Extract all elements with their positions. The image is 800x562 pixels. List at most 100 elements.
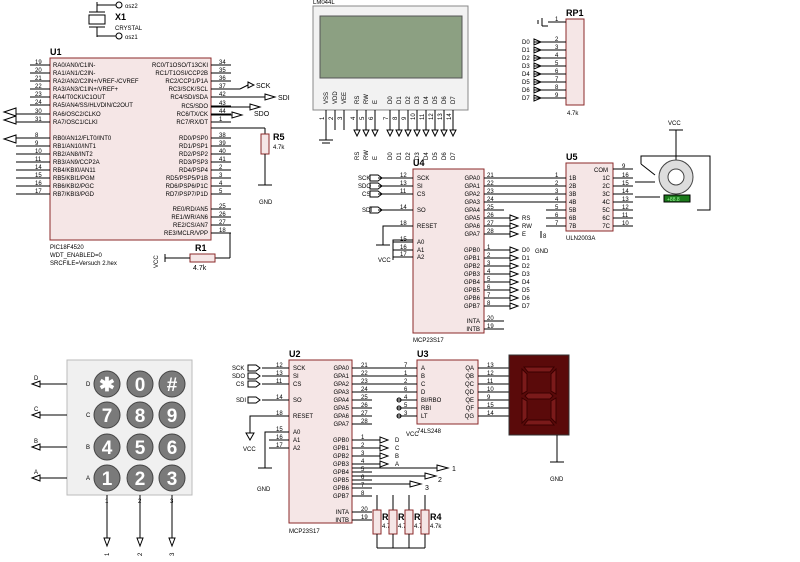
lcd-pin-name: D5 [433,96,439,104]
keypad-key[interactable] [126,433,154,461]
u5-pin-number: 5 [555,205,559,211]
keypad-key[interactable] [93,401,121,429]
lcd-pin-number: 12 [429,113,435,120]
u5-pin-number: 14 [622,189,629,195]
vcc-label-u3: VCC [406,432,419,438]
lcd-pin-number: 10 [411,113,417,120]
u4-gpa-arrow [509,230,520,238]
u2-ref: U2 [289,349,301,359]
keypad-key[interactable] [158,370,186,398]
lcd-net-label: D4 [424,152,430,160]
u4-pin-number: 27 [487,221,494,227]
rp1-pin-number: 3 [555,45,559,51]
crystal-net-bottom: osz1 [125,35,138,41]
u1-pin-name: RB7/KBI3/PGD [53,192,95,198]
keypad-key[interactable] [158,401,186,429]
u1-left-arrows [2,107,17,144]
u4-pin-name: GPB2 [464,264,481,270]
rp1-arrow [533,62,543,70]
u1-pin-name: RA6/OSC2/CLKO [53,112,101,118]
chip-u1[interactable]: U1 PIC18F4520 WDT_ENABLED=0 SRCFILE=Vers… [16,47,231,267]
u2-part: MCP23S17 [289,529,320,535]
rp1-pin-number: 4 [555,53,559,59]
keypad-row-inner-label: B [86,445,90,451]
keypad-key[interactable] [93,433,121,461]
lcd-pin-name: VSS [324,92,330,104]
u2-gpb-net: D [395,438,400,444]
u1-pin-number: 41 [219,157,226,163]
lcd-net-arrow [449,129,457,138]
rp1-pin-number: 6 [555,69,559,75]
u5-pin-name: 5C [602,208,610,214]
u1-pin-name: RC7/RX/DT [176,120,208,126]
u4-pin-name: GPA1 [464,184,480,190]
u2-pin-number: 11 [276,379,283,385]
rp1-pin-number: 7 [555,77,559,83]
u4-pin-name: CS [417,192,425,198]
u5-pin-number: 9 [622,164,626,170]
u1-pin-number: 35 [219,68,226,74]
u2-pin-number: 12 [276,363,283,369]
keypad-key[interactable] [126,370,154,398]
rp1-label: D0 [522,40,530,46]
u4-net-label: SCK [358,176,370,182]
lcd-net-arrow [413,129,421,138]
u4-gpa-net: RW [522,224,532,230]
lcd-net-arrow [431,129,439,138]
u4-gpb-arrow [509,302,520,310]
u1-pin-name: RC1/T1OSI/CCP2B [155,71,208,77]
u1-pin-number: 17 [35,189,42,195]
u4-net-arrow [369,182,383,190]
u5-pin-name: 4C [602,200,610,206]
u4-pin-number: 13 [400,181,407,187]
u2-pin-name: A0 [293,430,301,436]
seven-segment-display[interactable]: GND [508,354,570,483]
u3-pin-number: 12 [487,371,494,377]
stepper-motor[interactable]: VCC +88.8 [635,121,711,211]
u2-pin-number: 26 [361,403,368,409]
u4-pin-name: GPB7 [464,304,481,310]
u4-gpa-net: E [522,232,526,238]
keypad-key-label: 1 [102,469,113,490]
keypad-key[interactable] [93,464,121,492]
keypad-key[interactable] [126,401,154,429]
crystal-x1[interactable]: osz2 osz1 X1 CRYSTAL [88,1,143,41]
u3-pin-number: 3 [404,411,408,417]
keypad-key[interactable] [93,370,121,398]
keypad-key[interactable] [158,433,186,461]
keypad-key[interactable] [126,464,154,492]
u4-part: MCP23S17 [413,338,444,344]
u1-pin-name: RA1/AN1/C2IN- [53,71,95,77]
u4-pin-name: A2 [417,255,425,261]
lcd-pin-number: 14 [447,113,453,120]
u1-pin-number: 19 [35,60,42,66]
r1-ref: R1 [195,243,207,253]
u2-pin-number: 5 [361,467,365,473]
u1-pin-number: 37 [219,84,226,90]
keypad-key-label: 6 [167,438,178,459]
keypad-key[interactable] [158,464,186,492]
resistor-r5[interactable]: R5 4.7k GND [211,127,285,206]
u2-pin-name: GPA6 [333,414,349,420]
u1-pin-name: RD4/PSP4 [179,168,209,174]
bottom-resistor-value: 4.7k [430,524,442,530]
lcd-net-arrow [371,129,379,138]
rp1-arrow [533,46,543,54]
lcd-module[interactable]: LM044L VSS1VDD2VEE3RS4RW5E6D07D18D29D310… [312,0,469,160]
u4-net-arrow [369,190,383,198]
u5-ref: U5 [566,152,578,162]
u4-pin-number: 20 [487,316,494,322]
u1-pin-name: RA4/T0CKI/C1OUT [53,95,106,101]
vcc-label-r1: VCC [154,255,160,268]
u4-pin-name: GPB5 [464,288,481,294]
u3-pin-name: RBI [421,406,431,412]
resistor-r1[interactable]: R1 4.7k VCC [154,232,231,272]
